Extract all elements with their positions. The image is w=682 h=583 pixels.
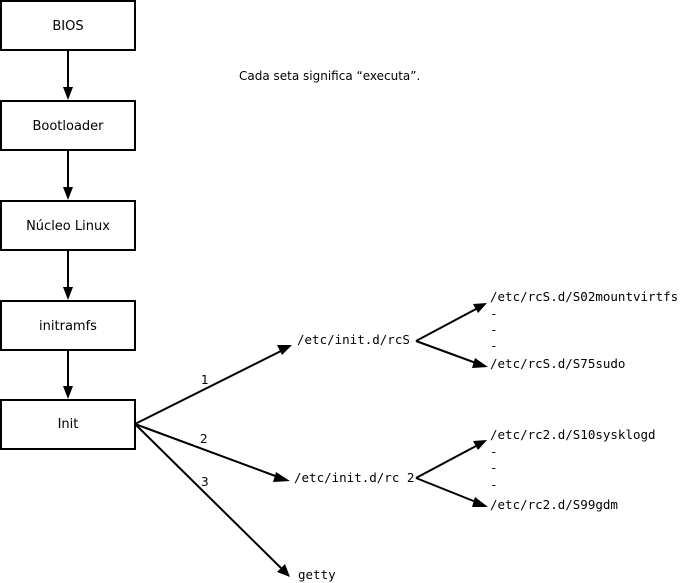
arrow-initramfs-init xyxy=(63,351,73,399)
rc2-ellipsis-2: - xyxy=(490,460,498,475)
rcs-last-script: /etc/rcS.d/S75sudo xyxy=(490,356,625,371)
rc2-first-script: /etc/rc2.d/S10sysklogd xyxy=(490,427,656,442)
rcs-script: /etc/init.d/rcS xyxy=(297,332,410,347)
kernel-label: Núcleo Linux xyxy=(26,219,110,234)
arrow-init-rc2 xyxy=(134,423,290,482)
legend-note: Cada seta significa “executa”. xyxy=(239,69,420,83)
arrow-init-rcs xyxy=(134,345,292,425)
arrow-init-getty xyxy=(134,423,290,577)
bootloader-label: Bootloader xyxy=(32,119,104,134)
arrow-bios-bootloader xyxy=(63,51,73,100)
branch-number-2: 2 xyxy=(200,432,208,446)
rcs-first-script: /etc/rcS.d/S02mountvirtfs xyxy=(490,289,678,304)
init-box: Init xyxy=(0,399,136,450)
init-label: Init xyxy=(58,417,79,432)
rcs-ellipsis-3: - xyxy=(490,338,498,353)
arrow-kernel-initramfs xyxy=(63,251,73,300)
arrow-rc2-last xyxy=(415,477,488,507)
rc2-last-script: /etc/rc2.d/S99gdm xyxy=(490,497,618,512)
arrow-bootloader-kernel xyxy=(63,151,73,200)
branch-number-1: 1 xyxy=(201,373,209,387)
arrow-rcs-last xyxy=(415,340,488,368)
bios-box: BIOS xyxy=(0,0,136,51)
kernel-box: Núcleo Linux xyxy=(0,200,136,251)
getty-target: getty xyxy=(298,567,336,582)
rc2-ellipsis-3: - xyxy=(490,477,498,492)
initramfs-box: initramfs xyxy=(0,300,136,351)
rc2-script: /etc/init.d/rc 2 xyxy=(294,470,414,485)
rcs-ellipsis-1: - xyxy=(490,306,498,321)
rcs-ellipsis-2: - xyxy=(490,322,498,337)
bootloader-box: Bootloader xyxy=(0,100,136,151)
rc2-ellipsis-1: - xyxy=(490,444,498,459)
branch-number-3: 3 xyxy=(201,475,209,489)
bios-label: BIOS xyxy=(52,19,83,34)
arrow-rc2-first xyxy=(415,440,487,479)
arrow-rcs-first xyxy=(415,303,487,342)
initramfs-label: initramfs xyxy=(39,319,97,334)
